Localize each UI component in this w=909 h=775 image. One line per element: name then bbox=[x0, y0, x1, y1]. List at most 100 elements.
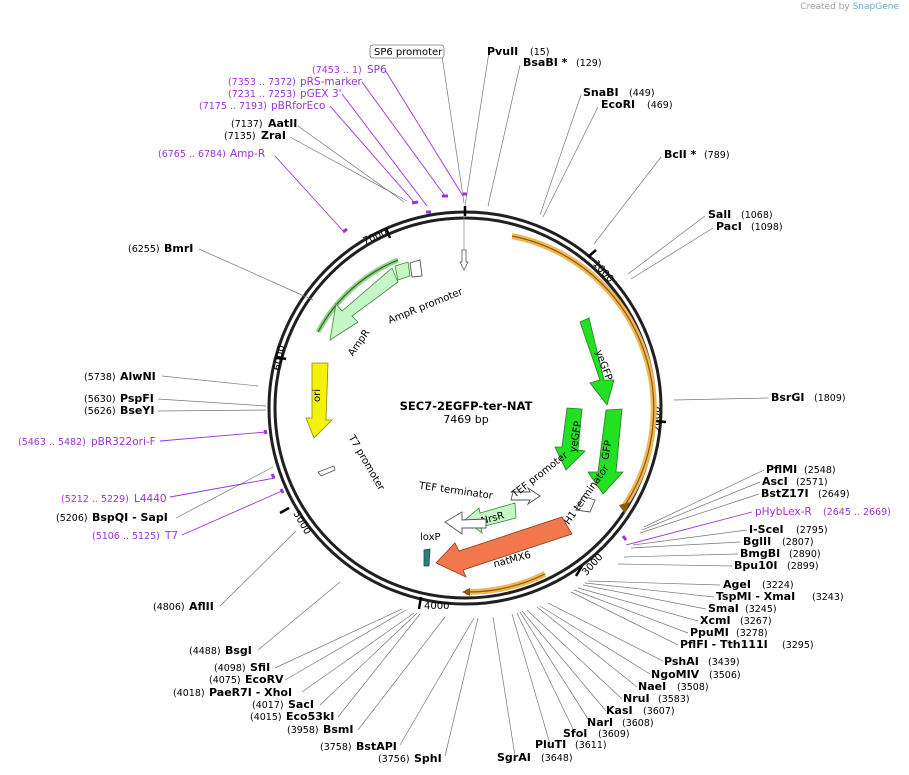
enzyme-pos-sphi: (3756) bbox=[378, 754, 410, 765]
sp6-promoter-box bbox=[369, 44, 445, 59]
enzyme-pos-saci: (4017) bbox=[252, 700, 284, 711]
sp6-promoter-label: SP6 promoter bbox=[374, 47, 443, 58]
enzyme-name-naei: NaeI bbox=[638, 680, 666, 693]
enzyme-name-bseyi: BseYI bbox=[120, 404, 154, 417]
enzyme-name-saci: SacI bbox=[288, 698, 314, 711]
leader-pshai bbox=[547, 602, 664, 662]
primer-name-amp-r: Amp-R bbox=[230, 148, 265, 160]
enzyme-name-xcmi: XcmI bbox=[700, 614, 731, 627]
enzyme-pos-pvuii: (15) bbox=[530, 47, 550, 58]
leader-pflfi bbox=[570, 591, 679, 646]
enzyme-pos-naei: (3508) bbox=[677, 682, 709, 693]
enzyme-pos-zrai: (7135) bbox=[224, 131, 256, 142]
orf-arc-bottom-line bbox=[465, 573, 546, 593]
enzyme-pos-sfii: (4098) bbox=[214, 663, 246, 674]
leader-bseyi bbox=[157, 409, 267, 412]
leader-bsrgi bbox=[673, 397, 769, 401]
primer-name-pbr322ori-f: pBR322ori-F bbox=[91, 436, 156, 448]
primer-name-pgex3: pGEX 3' bbox=[300, 88, 342, 100]
enzyme-name-sfii: SfiI bbox=[250, 661, 270, 674]
primer-leader-sp6 bbox=[384, 69, 464, 197]
leader-bsabi bbox=[487, 64, 521, 207]
leader-xhoi bbox=[301, 612, 415, 693]
primer-range-phyblex-r: (2645 .. 2669) bbox=[823, 507, 891, 518]
enzyme-pos-agei: (3224) bbox=[762, 580, 794, 591]
enzyme-pos-nrui: (3583) bbox=[658, 694, 690, 705]
enzyme-name-bstapi: BstAPI bbox=[356, 740, 397, 753]
primer-name-pbrforeco: pBRforEco bbox=[271, 100, 325, 112]
enzyme-pos-smai: (3245) bbox=[745, 604, 777, 615]
enzyme-name-ppumi: PpuMI bbox=[690, 626, 729, 639]
enzyme-pos-eco53ki: (4015) bbox=[250, 712, 282, 723]
sp6-promoter-feature bbox=[459, 249, 469, 271]
primer-mark-phyblex-r bbox=[621, 535, 628, 541]
leader-bcli bbox=[593, 156, 662, 245]
leader-kasi bbox=[521, 610, 607, 712]
leader-pflmi bbox=[643, 469, 765, 528]
leader-paci bbox=[630, 227, 714, 280]
enzyme-pos-sali: (1068) bbox=[741, 210, 773, 221]
enzyme-name-ecori: EcoRI bbox=[601, 98, 635, 111]
leader-bmgbi bbox=[623, 553, 739, 558]
leader-bmri bbox=[198, 248, 314, 301]
primer-leader-prs-marker bbox=[361, 81, 446, 197]
enzyme-pos-bmgbi: (2890) bbox=[789, 549, 821, 560]
enzyme-pos-alwni: (5738) bbox=[84, 372, 116, 383]
enzyme-name-nari: NarI bbox=[587, 716, 613, 729]
brand-prefix: Created by bbox=[800, 2, 850, 12]
gfp-outer-feature bbox=[587, 408, 624, 495]
tef-promoter-feature bbox=[510, 486, 541, 506]
yegfp-outer-feature bbox=[579, 317, 615, 406]
enzyme-pos-nari: (3608) bbox=[622, 718, 654, 729]
primer-leader-phyblex-r bbox=[625, 511, 753, 546]
enzyme-pos-bstz17i: (2649) bbox=[818, 489, 850, 500]
leader-ecori bbox=[542, 106, 599, 218]
enzyme-pos-ecori: (469) bbox=[647, 100, 673, 111]
ampr-feature bbox=[329, 267, 399, 341]
primer-labels: (7453 .. 1) SP6 (7353 .. 7372) pRS-marke… bbox=[18, 64, 891, 542]
leader-naei bbox=[536, 606, 638, 688]
primer-mark-pbr322ori-f bbox=[263, 429, 268, 435]
enzyme-labels: PvuII (15) BsaBI * (129) SnaBI (449) Eco… bbox=[487, 45, 850, 764]
enzyme-name-bmgbi: BmgBI bbox=[740, 547, 780, 560]
yegfp-inner-feature bbox=[554, 407, 586, 471]
enzyme-leaders bbox=[157, 51, 769, 757]
enzyme-name-zrai: ZraI bbox=[261, 129, 286, 142]
plasmid-title: SEC7-2EGFP-ter-NAT bbox=[400, 399, 533, 413]
enzyme-name-kasi: KasI bbox=[606, 704, 633, 717]
tef-promoter-label: TEF promoter bbox=[509, 449, 571, 501]
enzyme-pos-bspqi-sapi: (5206) bbox=[56, 513, 88, 524]
enzyme-pos-bsabi: (129) bbox=[576, 58, 602, 69]
yegfp-inner-label: yeGFP bbox=[568, 420, 584, 453]
enzyme-name-agei: AgeI bbox=[723, 578, 751, 591]
leader-bsgi bbox=[257, 581, 341, 651]
enzyme-name-paer7i-xhoi: PaeR7I - XhoI bbox=[209, 686, 292, 699]
leader-bglii bbox=[630, 541, 741, 549]
tick-label-7000: 7000 bbox=[361, 228, 389, 248]
enzyme-pos-snabi: (449) bbox=[629, 88, 655, 99]
enzyme-name-snabi: SnaBI bbox=[583, 86, 619, 99]
primer-leaders bbox=[159, 69, 753, 546]
enzyme-pos-bsgi: (4488) bbox=[189, 646, 221, 657]
tick-mark-4000 bbox=[417, 596, 423, 610]
leader-tspmi bbox=[584, 582, 715, 598]
enzyme-pos-bsrgi: (1809) bbox=[814, 393, 846, 404]
enzyme-name-bsgi: BsgI bbox=[225, 644, 252, 657]
enzyme-pos-bglii: (2807) bbox=[782, 537, 814, 548]
amp-arc bbox=[315, 257, 399, 334]
sp6-promoter-leader bbox=[441, 55, 465, 204]
leader-nrui bbox=[526, 609, 623, 700]
leader-bstapi bbox=[399, 617, 475, 746]
primer-leader-pbr322ori-f bbox=[159, 431, 267, 442]
leader-sali bbox=[627, 215, 706, 275]
enzyme-pos-asci: (2571) bbox=[796, 477, 828, 488]
primer-mark-t7 bbox=[279, 488, 285, 494]
snapgene-brand: Created by SnapGene bbox=[800, 2, 899, 12]
primer-range-pbrforeco: (7175 .. 7193) bbox=[199, 101, 267, 112]
leader-pspfi bbox=[157, 398, 267, 407]
ampr-promoter-box bbox=[394, 261, 411, 281]
leader-bpu10i bbox=[617, 563, 733, 567]
primer-range-sp6: (7453 .. 1) bbox=[312, 65, 362, 76]
primer-name-sp6: SP6 bbox=[367, 64, 387, 76]
